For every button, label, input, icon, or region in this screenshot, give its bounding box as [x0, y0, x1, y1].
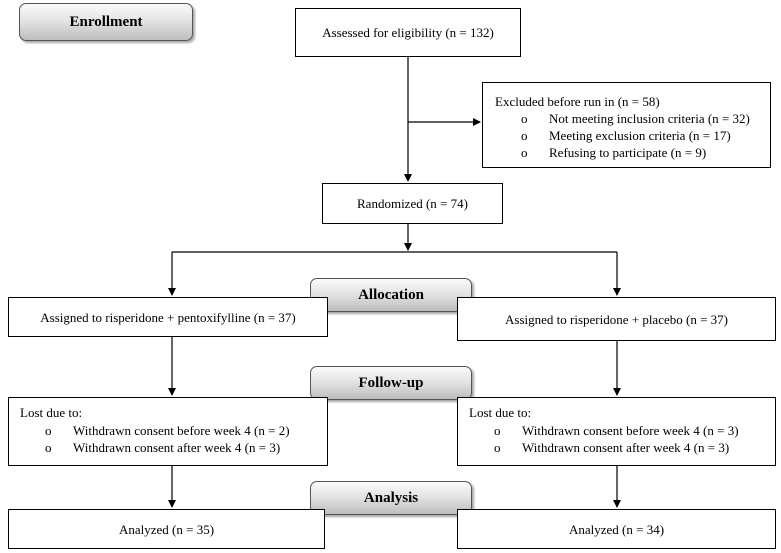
left-analyzed-text: Analyzed (n = 35) [118, 521, 215, 537]
excluded-box: Excluded before run in (n = 58) o Not me… [482, 82, 771, 168]
right-lost-list: o Withdrawn consent before week 4 (n = 3… [494, 422, 739, 456]
randomized-box: Randomized (n = 74) [322, 183, 503, 224]
list-item: o Withdrawn consent after week 4 (n = 3) [494, 439, 739, 456]
excluded-item-text: Meeting exclusion criteria (n = 17) [549, 128, 731, 143]
right-lost-title: Lost due to: [469, 405, 532, 420]
stage-allocation: Allocation [310, 278, 472, 312]
assessed-box: Assessed for eligibility (n = 132) [295, 8, 521, 57]
stage-analysis-label: Analysis [363, 489, 419, 506]
bullet-icon: o [494, 423, 501, 438]
randomized-text: Randomized (n = 74) [357, 196, 468, 211]
left-lost-item-text: Withdrawn consent after week 4 (n = 3) [73, 440, 281, 455]
bullet-icon: o [521, 128, 528, 143]
bullet-icon: o [45, 423, 52, 438]
left-lost-title: Lost due to: [20, 405, 83, 420]
bullet-icon: o [45, 440, 52, 455]
right-assigned-text: Assigned to risperidone + placebo (n = 3… [505, 311, 728, 327]
right-lost-item-text: Withdrawn consent after week 4 (n = 3) [522, 440, 730, 455]
excluded-list: o Not meeting inclusion criteria (n = 32… [521, 110, 750, 161]
excluded-item-text: Not meeting inclusion criteria (n = 32) [549, 111, 750, 126]
right-analyzed-box: Analyzed (n = 34) [457, 509, 776, 549]
stage-followup-label: Follow-up [358, 374, 424, 391]
list-item: o Not meeting inclusion criteria (n = 32… [521, 110, 750, 127]
list-item: o Withdrawn consent before week 4 (n = 3… [494, 422, 739, 439]
left-lost-list: o Withdrawn consent before week 4 (n = 2… [45, 422, 290, 456]
list-item: o Withdrawn consent before week 4 (n = 2… [45, 422, 290, 439]
list-item: o Meeting exclusion criteria (n = 17) [521, 127, 750, 144]
bullet-icon: o [521, 111, 528, 126]
right-lost-box: Lost due to: o Withdrawn consent before … [457, 397, 776, 466]
list-item: o Withdrawn consent after week 4 (n = 3) [45, 439, 290, 456]
excluded-title: Excluded before run in (n = 58) [495, 94, 660, 109]
left-lost-box: Lost due to: o Withdrawn consent before … [8, 397, 328, 466]
bullet-icon: o [521, 145, 528, 160]
stage-allocation-label: Allocation [358, 286, 424, 303]
list-item: o Refusing to participate (n = 9) [521, 144, 750, 161]
excluded-item-text: Refusing to participate (n = 9) [549, 145, 707, 160]
right-assigned-box: Assigned to risperidone + placebo (n = 3… [457, 297, 776, 341]
right-lost-item-text: Withdrawn consent before week 4 (n = 3) [522, 423, 739, 438]
assessed-text: Assessed for eligibility (n = 132) [322, 25, 494, 40]
left-assigned-box: Assigned to risperidone + pentoxifylline… [8, 297, 328, 337]
right-analyzed-text: Analyzed (n = 34) [568, 521, 665, 537]
stage-enrollment-label: Enrollment [69, 13, 143, 30]
stage-analysis: Analysis [310, 481, 472, 515]
left-assigned-text: Assigned to risperidone + pentoxifylline… [40, 309, 296, 325]
left-analyzed-box: Analyzed (n = 35) [8, 509, 325, 549]
left-lost-item-text: Withdrawn consent before week 4 (n = 2) [73, 423, 290, 438]
stage-followup: Follow-up [310, 366, 472, 400]
stage-enrollment: Enrollment [19, 3, 193, 41]
bullet-icon: o [494, 440, 501, 455]
